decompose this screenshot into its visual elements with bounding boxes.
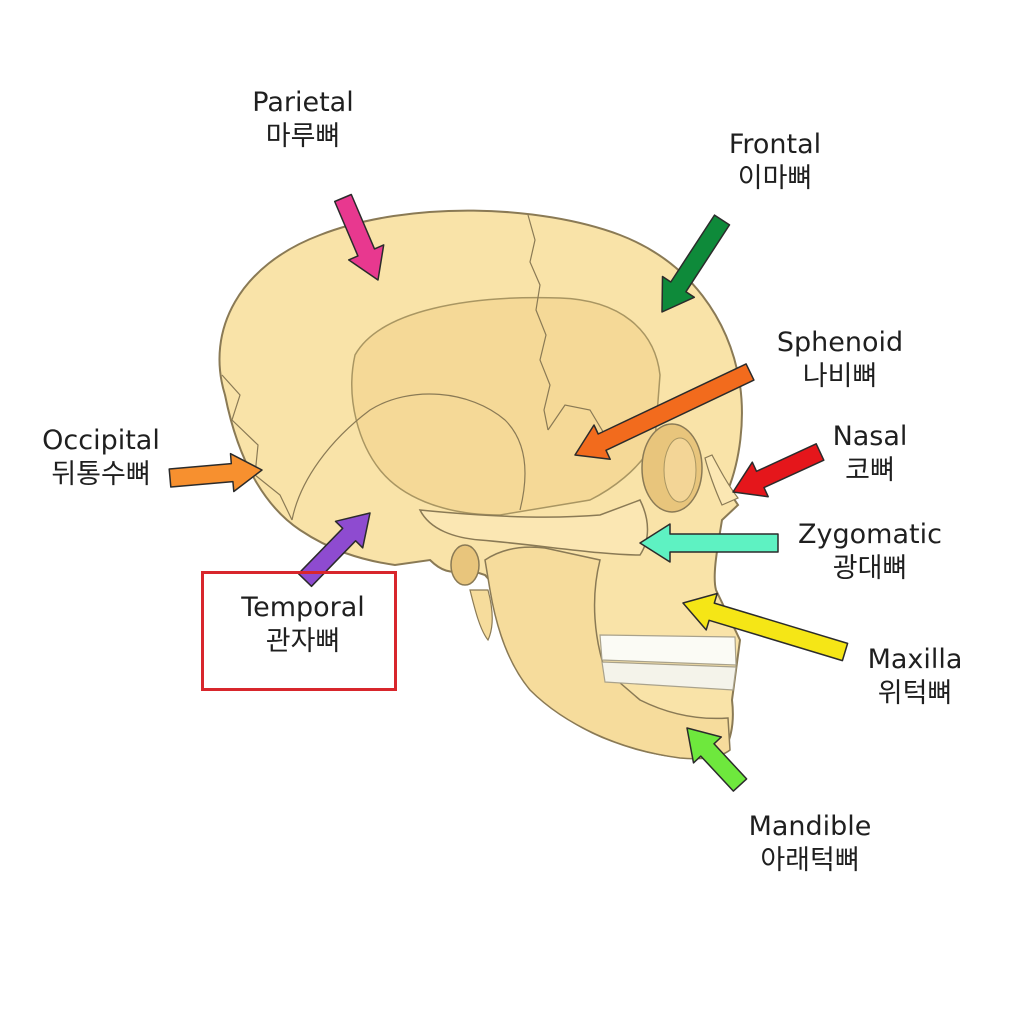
mastoid-process — [469, 589, 493, 642]
orbit-inner — [663, 437, 697, 503]
label-mandible-ko: 아래턱뼈 — [760, 845, 860, 876]
label-frontal: Frontal 이마뼈 — [700, 128, 850, 196]
arrow-parietal — [333, 193, 385, 281]
mandible-shape — [484, 546, 731, 760]
label-frontal-ko: 이마뼈 — [737, 163, 813, 194]
label-sphenoid-en: Sphenoid — [776, 327, 904, 358]
arrow-zygomatic — [639, 523, 779, 563]
arrow-temporal — [297, 512, 371, 588]
label-frontal-en: Frontal — [728, 129, 822, 160]
skull — [218, 209, 743, 760]
temporal-fossa — [351, 296, 661, 516]
label-nasal: Nasal 코뼈 — [810, 420, 930, 488]
label-nasal-ko: 코뼈 — [845, 455, 895, 486]
label-sphenoid-ko: 나비뼈 — [802, 361, 878, 392]
label-temporal-en: Temporal — [241, 592, 365, 623]
temporal-highlight-box — [201, 571, 397, 691]
label-zygomatic-ko: 광대뼈 — [832, 553, 908, 584]
label-nasal-en: Nasal — [832, 421, 908, 452]
squamosal-suture — [291, 393, 526, 521]
label-maxilla: Maxilla 위턱뼈 — [850, 643, 980, 711]
label-zygomatic-en: Zygomatic — [798, 519, 942, 550]
arrow-sphenoid — [574, 363, 755, 461]
teeth — [599, 634, 737, 691]
arrow-mandible — [686, 727, 748, 792]
ear-canal — [450, 544, 480, 586]
arrow-maxilla — [682, 592, 849, 662]
arrow-occipital — [168, 452, 263, 493]
label-occipital-en: Occipital — [42, 425, 160, 456]
label-maxilla-ko: 위턱뼈 — [877, 678, 953, 709]
label-parietal-en: Parietal — [252, 87, 354, 118]
label-maxilla-en: Maxilla — [867, 644, 963, 675]
label-temporal: Temporal 관자뼈 — [218, 591, 388, 659]
label-occipital: Occipital 뒤통수뼈 — [26, 424, 176, 492]
zygomatic-arch — [418, 499, 649, 556]
label-parietal-ko: 마루뼈 — [265, 121, 341, 152]
arrow-nasal — [732, 443, 825, 498]
label-mandible: Mandible 아래턱뼈 — [730, 810, 890, 878]
nasal-bone — [704, 454, 739, 506]
label-zygomatic: Zygomatic 광대뼈 — [785, 518, 955, 586]
label-occipital-ko: 뒤통수뼈 — [51, 459, 151, 490]
coronal-suture — [527, 214, 551, 431]
lower-teeth — [601, 661, 737, 691]
label-parietal: Parietal 마루뼈 — [228, 86, 378, 154]
label-temporal-ko: 관자뼈 — [265, 626, 341, 657]
upper-teeth — [599, 634, 737, 666]
arrows — [168, 193, 849, 792]
label-mandible-en: Mandible — [748, 811, 872, 842]
lambdoid-suture — [221, 374, 293, 521]
label-sphenoid: Sphenoid 나비뼈 — [755, 326, 925, 394]
arrow-frontal — [661, 214, 731, 313]
